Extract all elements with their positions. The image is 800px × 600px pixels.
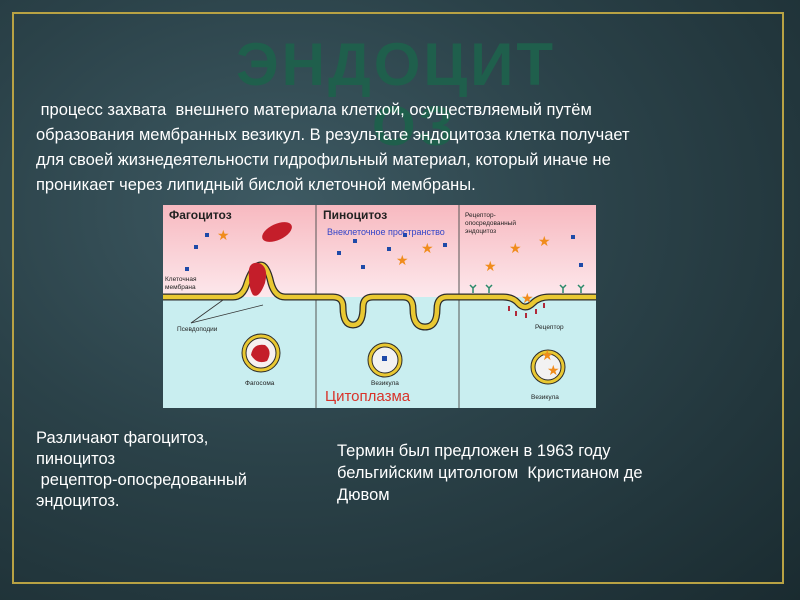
pino-vesicle (368, 343, 402, 377)
label-receptor-line1: Рецептор- (465, 212, 496, 219)
types-line: эндоцитоз. (36, 492, 120, 510)
label-receptor: Рецептор (535, 324, 564, 331)
vesicle-cargo (382, 356, 387, 361)
svg-text:★: ★ (509, 241, 522, 257)
label-phagosome: Фагосома (245, 380, 275, 387)
extracellular-region (163, 205, 596, 297)
svg-text:★: ★ (541, 348, 554, 364)
svg-text:★: ★ (547, 363, 560, 379)
receptors (469, 284, 585, 293)
svg-text:★: ★ (421, 241, 434, 257)
svg-text:★: ★ (538, 234, 551, 250)
pointer-line (190, 299, 224, 324)
label-receptor-line2: опосредованный (465, 219, 516, 227)
cell-membrane (316, 294, 459, 330)
label-cytoplasm: Цитоплазма (325, 388, 411, 405)
solute-squares (185, 233, 583, 271)
label-vesicle: Везикула (371, 380, 399, 387)
phago-particle-outside (262, 222, 292, 242)
phagosome (242, 334, 280, 372)
phagosome-particle (251, 344, 270, 363)
intro-line: образования мембранных везикул. В резуль… (36, 126, 630, 144)
label-vesicle-2: Везикула (531, 394, 559, 401)
types-line: Различают фагоцитоз, (36, 429, 209, 447)
label-receptor-line3: эндоцитоз (465, 228, 496, 235)
title-line-1: ЭНДОЦИТ (236, 31, 557, 98)
history-note: Термин был предложен в 1963 году бельгий… (337, 440, 737, 506)
receptor-marks (508, 303, 545, 318)
receptor-vesicle (531, 350, 565, 384)
intro-line: для своей жизнедеятельности гидрофильный… (36, 151, 611, 169)
slide-frame (12, 12, 784, 584)
svg-text:★: ★ (484, 259, 497, 275)
title-line-2: ОЗ (372, 94, 457, 157)
label-membrane-line2: мембрана (165, 283, 196, 291)
cell-membrane (459, 294, 596, 310)
label-pseudopodia: Псевдоподии (177, 326, 218, 333)
types-list: Различают фагоцитоз, пиноцитоз рецептор-… (36, 428, 306, 512)
types-line: пиноцитоз (36, 450, 116, 468)
intro-line: проникает через липидный бислой клеточно… (36, 176, 476, 194)
label-extracellular: Внеклеточное пространство (327, 227, 445, 237)
label-phagocytosis: Фагоцитоз (169, 208, 232, 222)
intro-paragraph: процесс захвата внешнего материала клетк… (36, 98, 776, 198)
slide-title: ЭНДОЦИТ ОЗ (0, 30, 800, 157)
phago-particle (248, 262, 267, 296)
ligand-stars: ★ ★ ★ ★ ★ ★ ★ ★ ★ (217, 228, 560, 379)
types-line: рецептор-опосредованный (36, 471, 247, 489)
history-line: Термин был предложен в 1963 году (337, 442, 611, 460)
label-pinocytosis: Пиноцитоз (323, 208, 387, 222)
intro-line: процесс захвата внешнего материала клетк… (36, 101, 592, 119)
diagram-svg: ★ ★ ★ ★ ★ ★ ★ ★ ★ Фагоцитоз (163, 205, 596, 408)
endocytosis-diagram: ★ ★ ★ ★ ★ ★ ★ ★ ★ Фагоцитоз (163, 205, 596, 408)
svg-text:★: ★ (217, 228, 230, 244)
history-line: Дювом (337, 486, 390, 504)
pointer-line (190, 304, 264, 324)
label-membrane-line1: Клеточная (165, 276, 197, 283)
history-line: бельгийским цитологом Кристианом де (337, 464, 643, 482)
svg-text:★: ★ (396, 253, 409, 269)
svg-text:★: ★ (521, 291, 534, 307)
